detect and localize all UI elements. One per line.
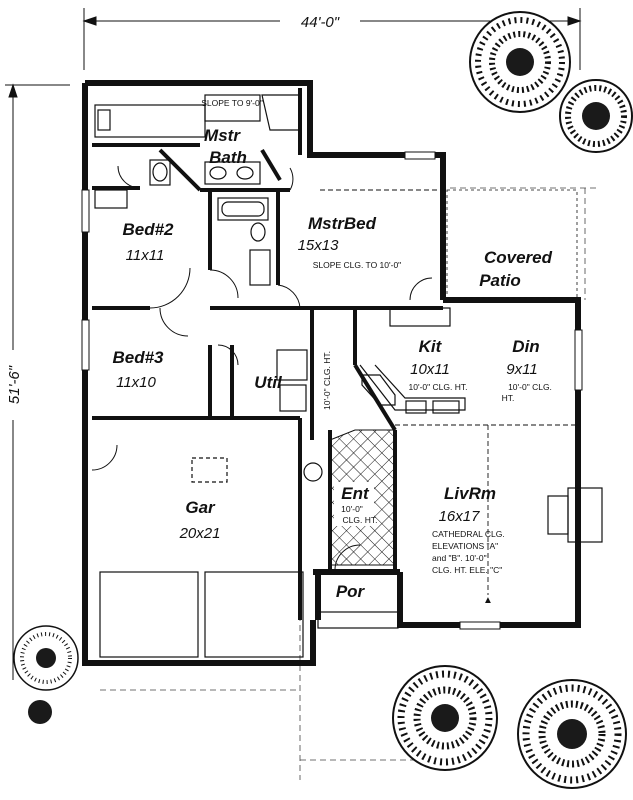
master-bed-note: SLOPE CLG. TO 10'-0": [313, 260, 401, 270]
bed2-label: Bed#2: [122, 220, 174, 239]
covered-patio-outline: [446, 189, 578, 299]
master-bath-label-1: Mstr: [204, 126, 241, 145]
depth-dimension-label: 51'-6": [6, 365, 23, 404]
ceiling-beams: [320, 189, 575, 595]
garage-label: Gar: [185, 498, 216, 517]
master-bath-note: SLOPE TO 9'-0": [201, 98, 263, 108]
hall-ceiling-note: 10'-0" CLG. HT.: [322, 351, 332, 410]
living-label: LivRm: [444, 484, 496, 503]
dining-label: Din: [512, 337, 539, 356]
living-note-1: CATHEDRAL CLG.: [432, 529, 505, 539]
master-bed-label: MstrBed: [308, 214, 377, 233]
covered-patio-label-2: Patio: [479, 271, 521, 290]
utility-label: Util: [254, 373, 283, 392]
dining-note-1: 10'-0" CLG.: [508, 382, 552, 392]
shrub-top-right-1: [469, 11, 571, 113]
living-note-2: ELEVATIONS "A": [432, 541, 498, 551]
bed3-size: 11x10: [116, 374, 156, 391]
entry-note-1: 10'-0": [341, 504, 363, 514]
exterior-walls: [82, 80, 581, 666]
windows: [81, 151, 583, 630]
bed3-label: Bed#3: [112, 348, 164, 367]
shrub-bottom-center: [392, 665, 498, 771]
shrub-bottom-right: [517, 679, 627, 789]
ceiling-arrow-icon: ▲: [483, 595, 493, 606]
dining-note-2: HT.: [502, 393, 515, 403]
porch-label: Por: [336, 582, 366, 601]
shrub-bottom-left-small: [28, 700, 52, 724]
living-note-3: and "B". 10'-0": [432, 553, 487, 563]
covered-patio-label-1: Covered: [484, 248, 553, 267]
dining-size: 9x11: [506, 361, 537, 378]
guide-lines: [100, 187, 600, 780]
shrub-top-right-2: [559, 79, 633, 153]
master-bed-size: 15x13: [298, 237, 340, 254]
living-note-4: CLG. HT. ELE. "C": [432, 565, 502, 575]
kitchen-note: 10'-0" CLG. HT.: [409, 382, 468, 392]
bed2-size: 11x11: [126, 247, 165, 264]
kitchen-size: 10x11: [410, 361, 450, 378]
living-size: 16x17: [439, 508, 481, 525]
garage-size: 20x21: [179, 525, 221, 542]
entry-note-2: CLG. HT.: [343, 515, 378, 525]
entry-label: Ent: [341, 484, 370, 503]
width-dimension-label: 44'-0": [301, 14, 340, 31]
fixtures: [94, 94, 603, 658]
master-bath-label-2: Bath: [209, 148, 247, 167]
shrub-bottom-left: [13, 625, 79, 691]
kitchen-label: Kit: [419, 337, 443, 356]
